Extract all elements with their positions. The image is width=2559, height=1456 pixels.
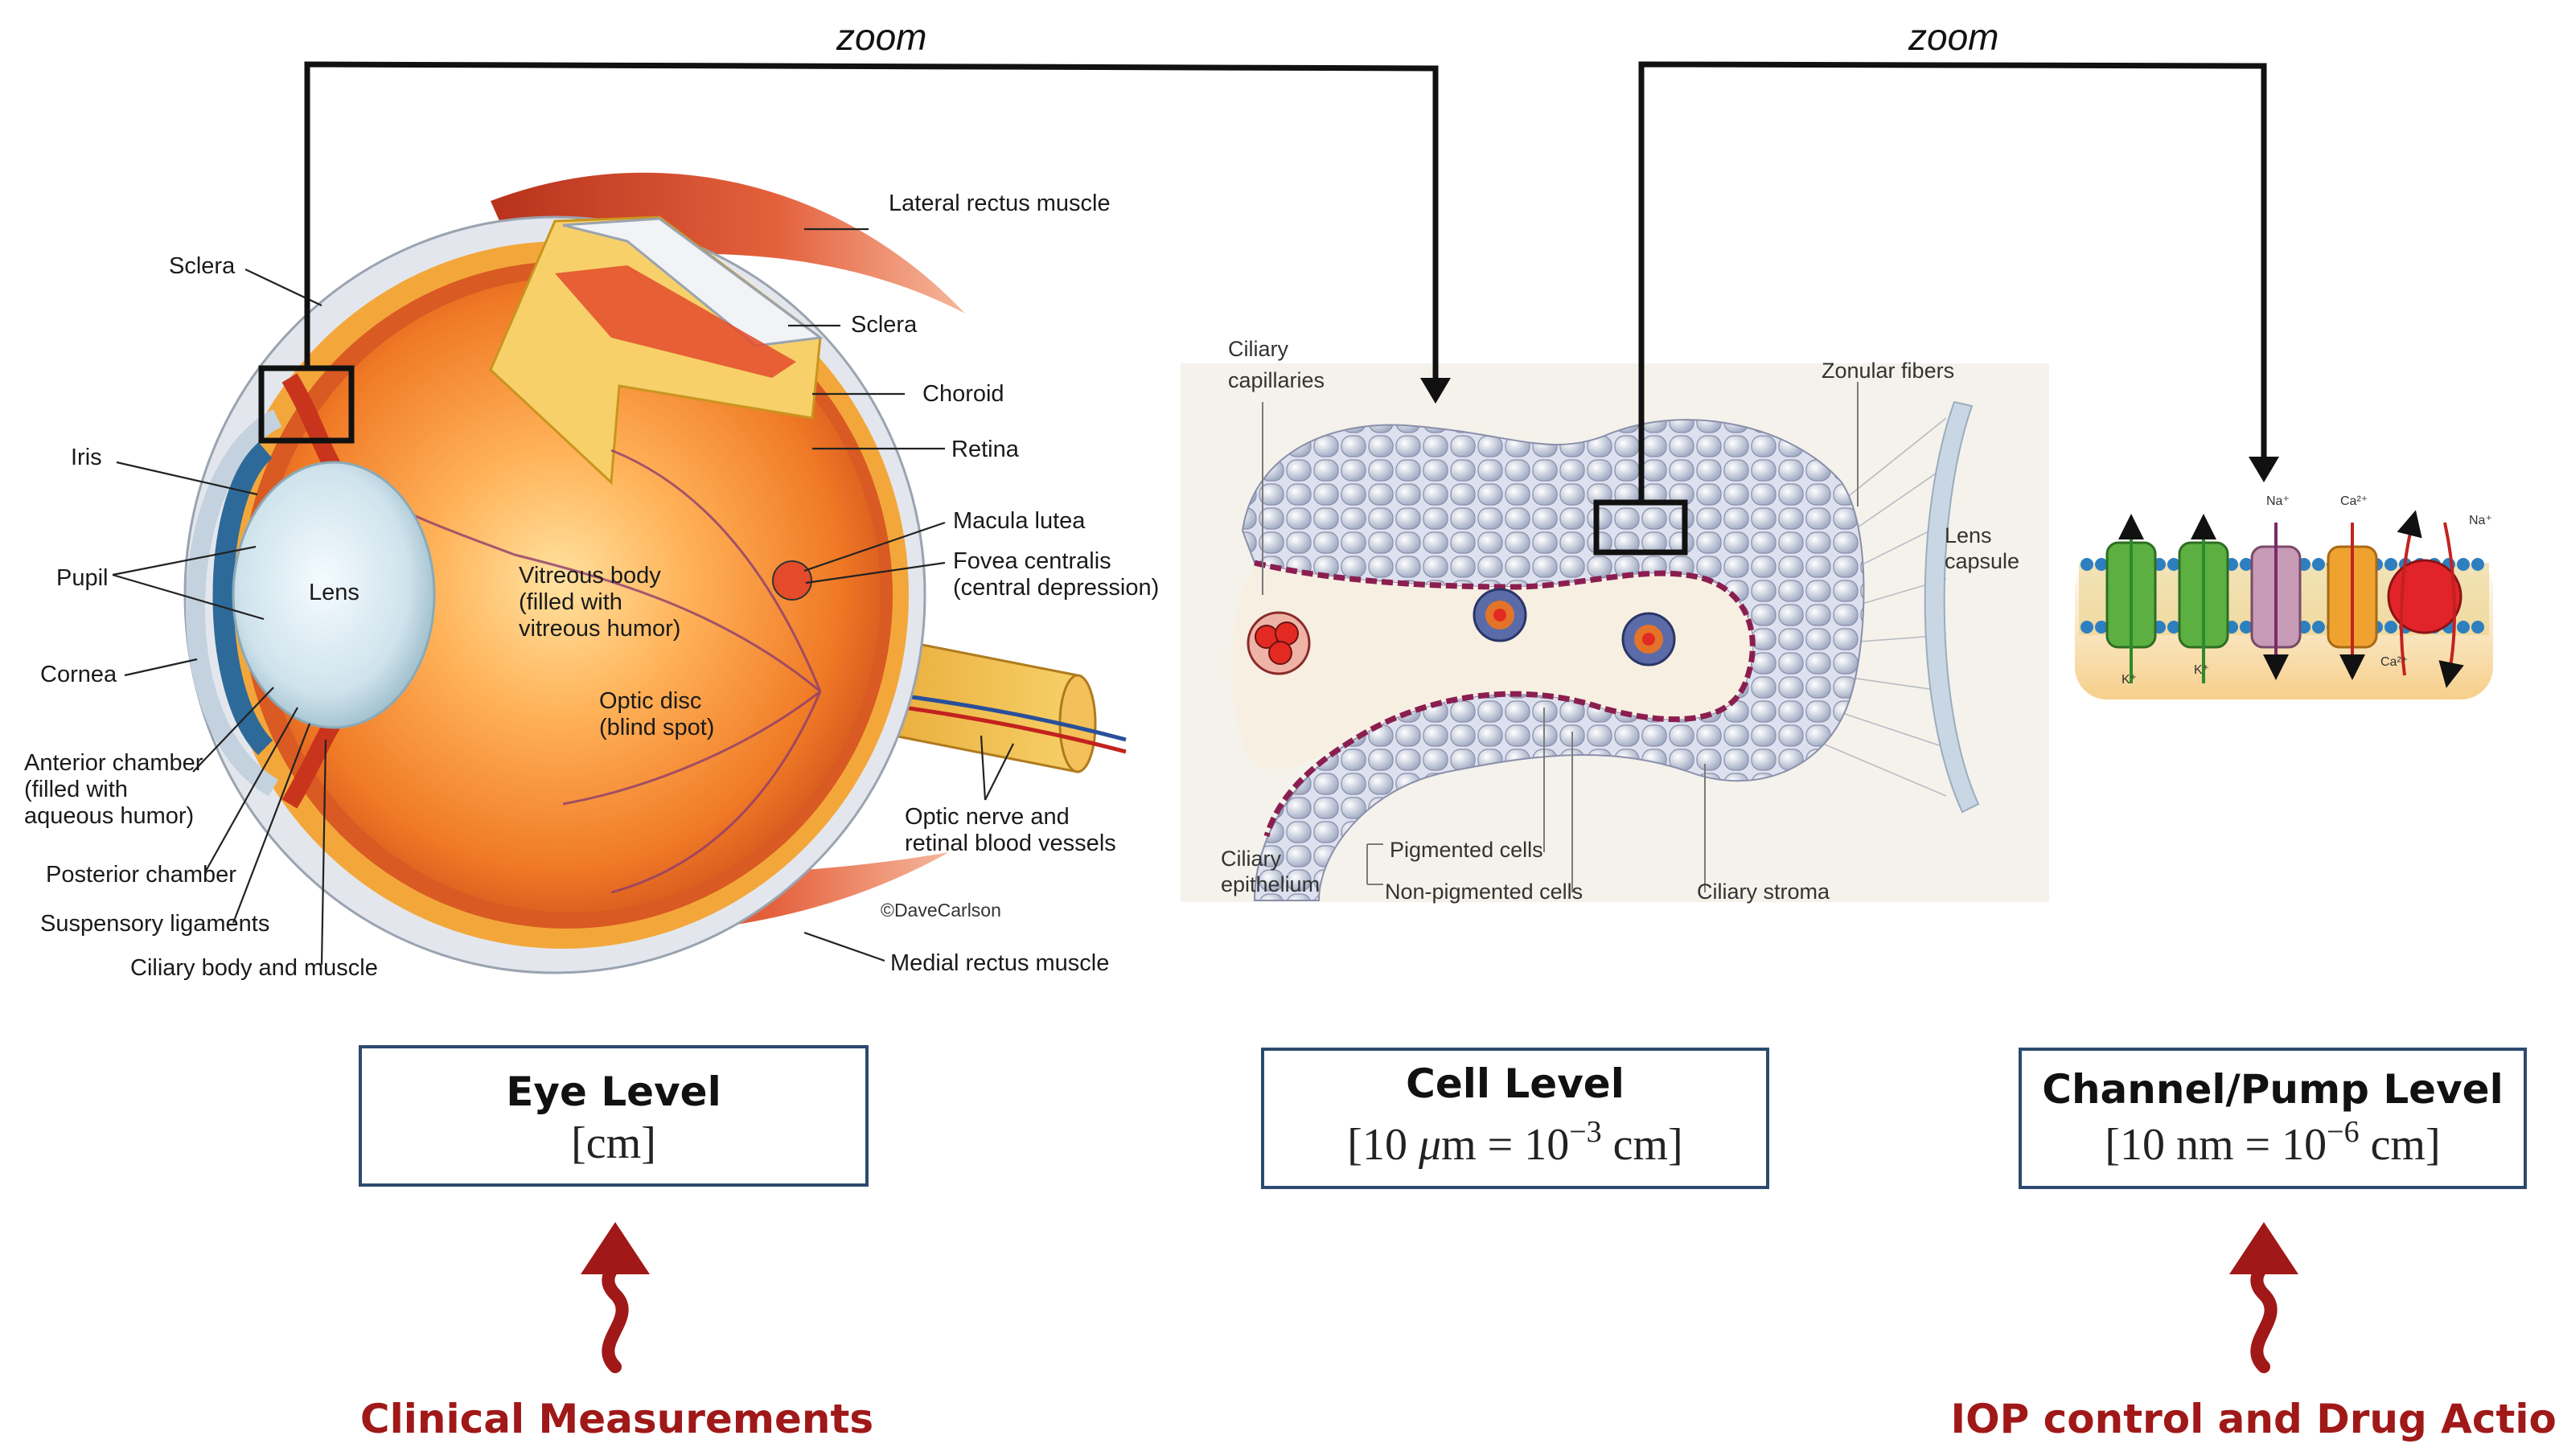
label-optic-disc-1: Optic disc (599, 688, 701, 714)
label-pigmented-cells: Pigmented cells (1390, 838, 1543, 862)
iris (212, 442, 273, 756)
label-na-right: Na⁺ (2469, 514, 2492, 527)
label-fovea-1: Fovea centralis (953, 548, 1111, 574)
label-optic-nerve-2: retinal blood vessels (905, 831, 1116, 856)
label-ca-bottom: Ca²⁺ (2380, 655, 2408, 669)
label-posterior-chamber: Posterior chamber (46, 862, 236, 888)
label-sclera-left: Sclera (169, 253, 236, 279)
level-title-channel: Channel/Pump Level (2042, 1066, 2504, 1113)
label-vitreous-1: Vitreous body (519, 563, 661, 589)
fovea-marker (772, 560, 812, 601)
zoom-connectors: zoom zoom (304, 16, 2279, 502)
label-ciliary-epithelium-2: epithelium (1221, 872, 1320, 896)
label-retina: Retina (951, 437, 1020, 462)
label-lens-capsule-2: capsule (1945, 549, 2019, 573)
label-k-1: K⁺ (2122, 673, 2137, 687)
label-macula: Macula lutea (953, 508, 1086, 534)
lens-capsule (1924, 400, 1980, 814)
label-lens: Lens (309, 580, 359, 605)
label-ciliary-capillaries-1: Ciliary (1228, 337, 1289, 361)
label-ciliary-capillaries-2: capillaries (1228, 368, 1325, 392)
label-clinical-measurements: Clinical Measurements (360, 1396, 873, 1442)
label-anterior-3: aqueous humor) (24, 803, 194, 829)
label-ca-top: Ca²⁺ (2340, 494, 2368, 508)
label-k-2: K⁺ (2194, 663, 2209, 677)
lateral-rectus-muscle (491, 172, 965, 314)
label-anterior-2: (filled with (24, 777, 128, 802)
label-optic-nerve-1: Optic nerve and (905, 804, 1070, 830)
label-ciliary-body: Ciliary body and muscle (130, 955, 378, 981)
cornea (185, 409, 282, 797)
zoom-label-2: zoom (1908, 16, 1998, 58)
label-na-top: Na⁺ (2266, 494, 2290, 508)
label-fovea-2: (central depression) (953, 575, 1159, 601)
label-pupil: Pupil (56, 565, 109, 591)
zoom-connector-eye-to-cell (304, 61, 1439, 382)
label-choroid: Choroid (922, 381, 1004, 407)
label-vitreous-3: vitreous humor) (519, 616, 680, 642)
label-sclera-right: Sclera (851, 312, 918, 338)
label-iris: Iris (71, 445, 102, 470)
eye-illustration: Lateral rectus muscle Sclera Sclera Chor… (24, 172, 1159, 981)
capillaries (1247, 588, 1676, 675)
label-medial-rectus: Medial rectus muscle (890, 950, 1109, 976)
label-non-pigmented-cells: Non-pigmented cells (1385, 880, 1583, 904)
label-zonular-fibers: Zonular fibers (1822, 359, 1954, 383)
lens (232, 461, 436, 729)
label-anterior-1: Anterior chamber (24, 750, 203, 776)
label-vitreous-2: (filled with (519, 589, 622, 615)
label-suspensory: Suspensory ligaments (40, 911, 269, 937)
label-lateral-rectus: Lateral rectus muscle (889, 191, 1111, 216)
squiggle-arrow-iop (2229, 1222, 2298, 1373)
zoom-label-1: zoom (836, 16, 926, 58)
level-box-cell: Cell Level [10 μm = 10−3 cm] (1261, 1048, 1769, 1189)
level-unit-cell: [10 μm = 10−3 cm] (1347, 1115, 1682, 1170)
squiggle-arrow-clinical (581, 1222, 650, 1373)
level-box-channel: Channel/Pump Level [10 nm = 10−6 cm] (2019, 1048, 2527, 1189)
label-cornea: Cornea (40, 662, 117, 687)
label-lens-capsule-1: Lens (1945, 523, 1992, 548)
membrane-illustration: Na⁺ Ca²⁺ Na⁺ K⁺ K⁺ Ca²⁺ (2075, 494, 2493, 699)
level-unit-channel: [10 nm = 10−6 cm] (2105, 1115, 2440, 1170)
level-title-cell: Cell Level (1406, 1060, 1625, 1107)
level-unit-eye: [cm] (571, 1118, 656, 1168)
label-ciliary-stroma: Ciliary stroma (1697, 880, 1830, 904)
label-iop-drug-action: IOP control and Drug Action (1950, 1396, 2559, 1442)
level-box-eye: Eye Level [cm] (359, 1045, 869, 1187)
label-optic-disc-2: (blind spot) (599, 715, 714, 740)
vitreous-body (261, 277, 881, 913)
cell-illustration: Ciliary capillaries Zonular fibers Lens … (1181, 337, 2049, 904)
zoom-connector-cell-to-channel (1638, 61, 2267, 502)
label-ciliary-epithelium-1: Ciliary (1221, 847, 1282, 871)
ciliary-stroma (1230, 563, 1753, 770)
level-title-eye: Eye Level (506, 1068, 721, 1115)
label-credit: ©DaveCarlson (881, 900, 1001, 921)
